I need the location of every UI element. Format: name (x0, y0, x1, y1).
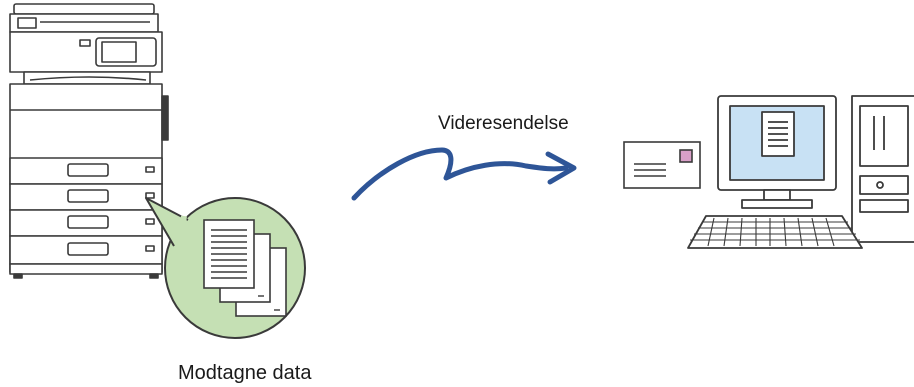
documents-icon (203, 219, 287, 317)
envelope-icon (623, 141, 701, 189)
multifunction-printer-icon (9, 3, 169, 279)
curved-arrow-icon (351, 147, 577, 201)
received-data-label: Modtagne data (178, 362, 312, 384)
forwarding-label: Videresendelse (438, 113, 569, 134)
desktop-computer-icon (687, 95, 914, 249)
received-data-bubble (145, 197, 306, 339)
